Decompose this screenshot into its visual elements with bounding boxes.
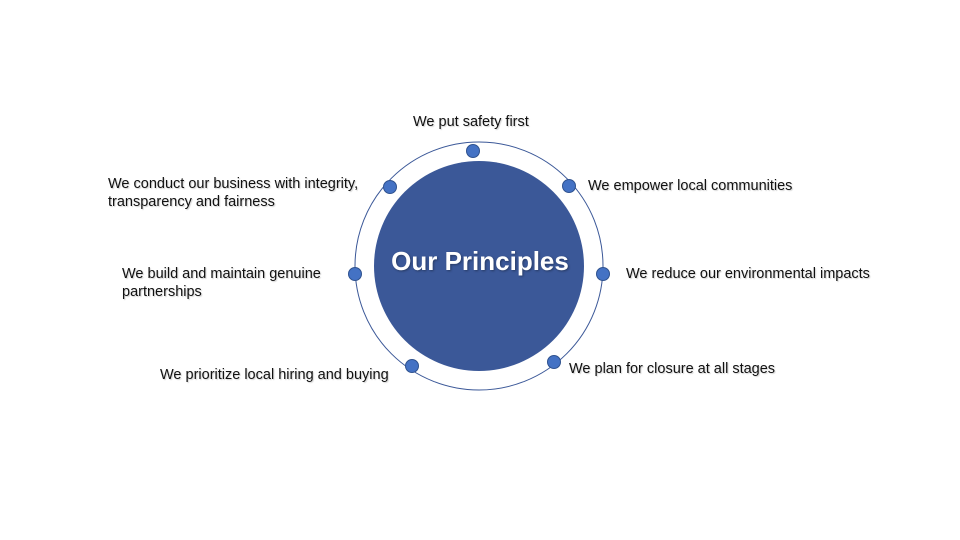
node-local-hiring <box>405 359 419 373</box>
center-circle <box>374 161 584 371</box>
principle-closure: We plan for closure at all stages <box>569 361 776 377</box>
node-communities <box>562 179 576 193</box>
outer-ring <box>354 141 604 391</box>
center-title: Our Principles <box>391 246 569 276</box>
node-closure <box>547 355 561 369</box>
principle-communities: We empower local communities <box>588 178 793 194</box>
node-integrity <box>383 180 397 194</box>
node-safety <box>466 144 480 158</box>
principle-partnerships: We build and maintain genuine partnershi… <box>122 266 321 300</box>
principle-local-hiring: We prioritize local hiring and buying <box>160 367 389 383</box>
node-environment <box>596 267 610 281</box>
principle-integrity: We conduct our business with integrity, … <box>108 176 359 210</box>
principle-environment: We reduce our environmental impacts <box>626 266 870 282</box>
principle-safety: We put safety first <box>413 114 529 130</box>
node-partnerships <box>348 267 362 281</box>
